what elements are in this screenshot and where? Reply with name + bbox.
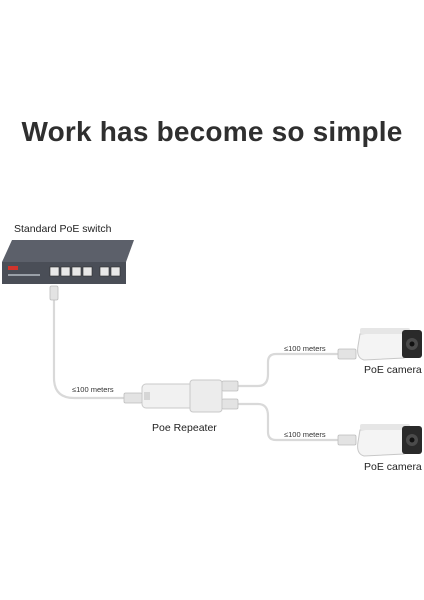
switch-panel-text bbox=[8, 274, 40, 276]
repeater-label: Poe Repeater bbox=[152, 422, 217, 434]
connector-switch-end bbox=[49, 285, 59, 301]
switch-ports bbox=[49, 266, 121, 277]
switch-logo bbox=[8, 266, 18, 270]
headline: Work has become so simple bbox=[21, 116, 403, 147]
connector-camera-2 bbox=[337, 434, 357, 446]
distance-switch-to-repeater: ≤100 meters bbox=[72, 385, 114, 394]
camera-1-hood bbox=[360, 328, 410, 334]
poe-repeater bbox=[141, 379, 223, 413]
poe-camera-1 bbox=[357, 328, 422, 361]
camera-2-label: PoE camera bbox=[364, 461, 422, 473]
connector-repeater-out-2 bbox=[221, 398, 239, 410]
connector-repeater-in bbox=[123, 392, 143, 404]
repeater-port-in bbox=[144, 392, 150, 400]
repeater-split-block bbox=[189, 379, 223, 413]
distance-repeater-to-camera-1: ≤100 meters bbox=[284, 344, 326, 353]
switch-top-face bbox=[2, 240, 134, 262]
camera-1-body bbox=[357, 329, 405, 361]
connector-camera-1 bbox=[337, 348, 357, 360]
distance-repeater-to-camera-2: ≤100 meters bbox=[284, 430, 326, 439]
camera-1-label: PoE camera bbox=[364, 364, 422, 376]
switch-label: Standard PoE switch bbox=[14, 223, 112, 235]
camera-2-hood bbox=[360, 424, 410, 430]
poe-camera-2 bbox=[357, 424, 422, 457]
cables bbox=[52, 298, 340, 442]
cable-repeater-to-camera-2 bbox=[236, 402, 340, 442]
connector-repeater-out-1 bbox=[221, 380, 239, 392]
cable-connectors bbox=[49, 285, 357, 446]
cable-switch-to-repeater bbox=[52, 298, 144, 400]
cable-repeater-to-camera-1 bbox=[236, 352, 340, 388]
camera-2-body bbox=[357, 425, 405, 457]
poe-switch bbox=[2, 240, 134, 284]
